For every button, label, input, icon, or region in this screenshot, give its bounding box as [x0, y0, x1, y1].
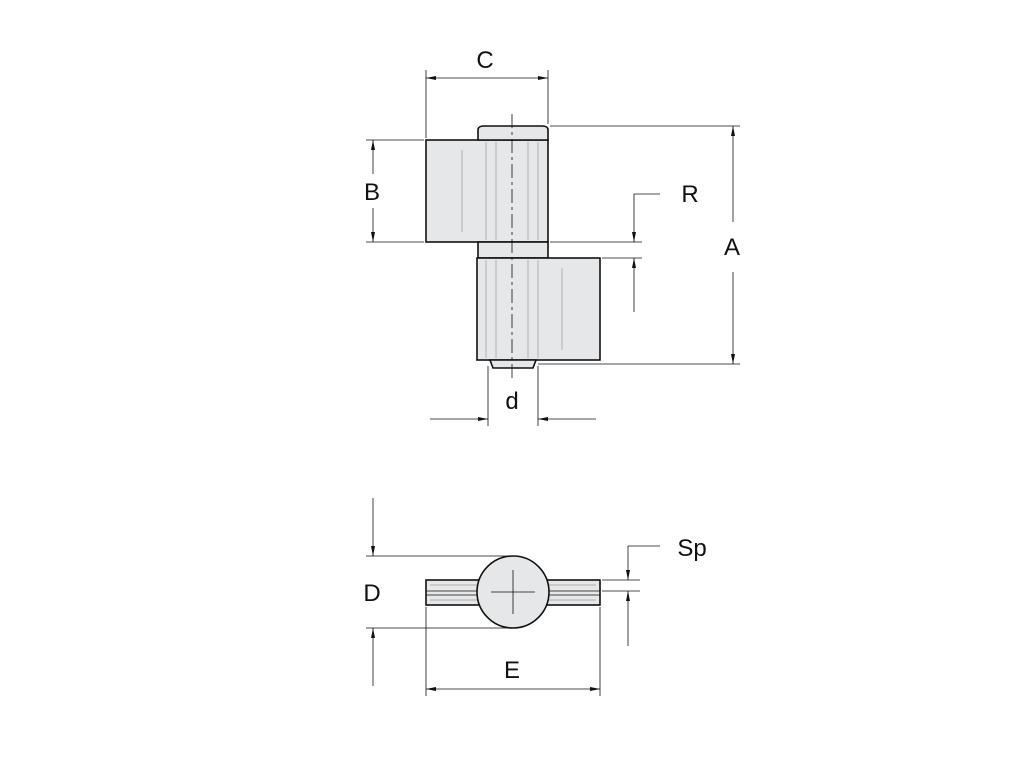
dimension-d-large: D: [363, 498, 512, 686]
dimension-r: R: [550, 181, 699, 312]
label-d-large: D: [363, 580, 380, 607]
label-a: A: [724, 234, 740, 261]
dimension-d-small: d: [430, 366, 596, 426]
collar: [477, 241, 549, 259]
label-r: R: [681, 181, 698, 208]
lower-leaf: [476, 257, 601, 361]
upper-leaf: [425, 139, 549, 243]
label-sp: Sp: [677, 535, 706, 562]
top-view: [425, 555, 601, 629]
barrel-shading: [461, 142, 563, 358]
label-d-small: d: [505, 388, 518, 415]
dimension-sp: Sp: [602, 535, 707, 646]
pin-tip: [488, 359, 538, 369]
label-e: E: [504, 657, 520, 684]
dimension-e: E: [425, 607, 601, 696]
dimension-c: C: [425, 47, 549, 138]
dimension-b: B: [364, 139, 424, 243]
front-view: [425, 114, 601, 378]
dimension-a: A: [538, 125, 740, 365]
label-c: C: [476, 47, 493, 74]
label-b: B: [364, 179, 380, 206]
pin-cap: [477, 125, 549, 141]
